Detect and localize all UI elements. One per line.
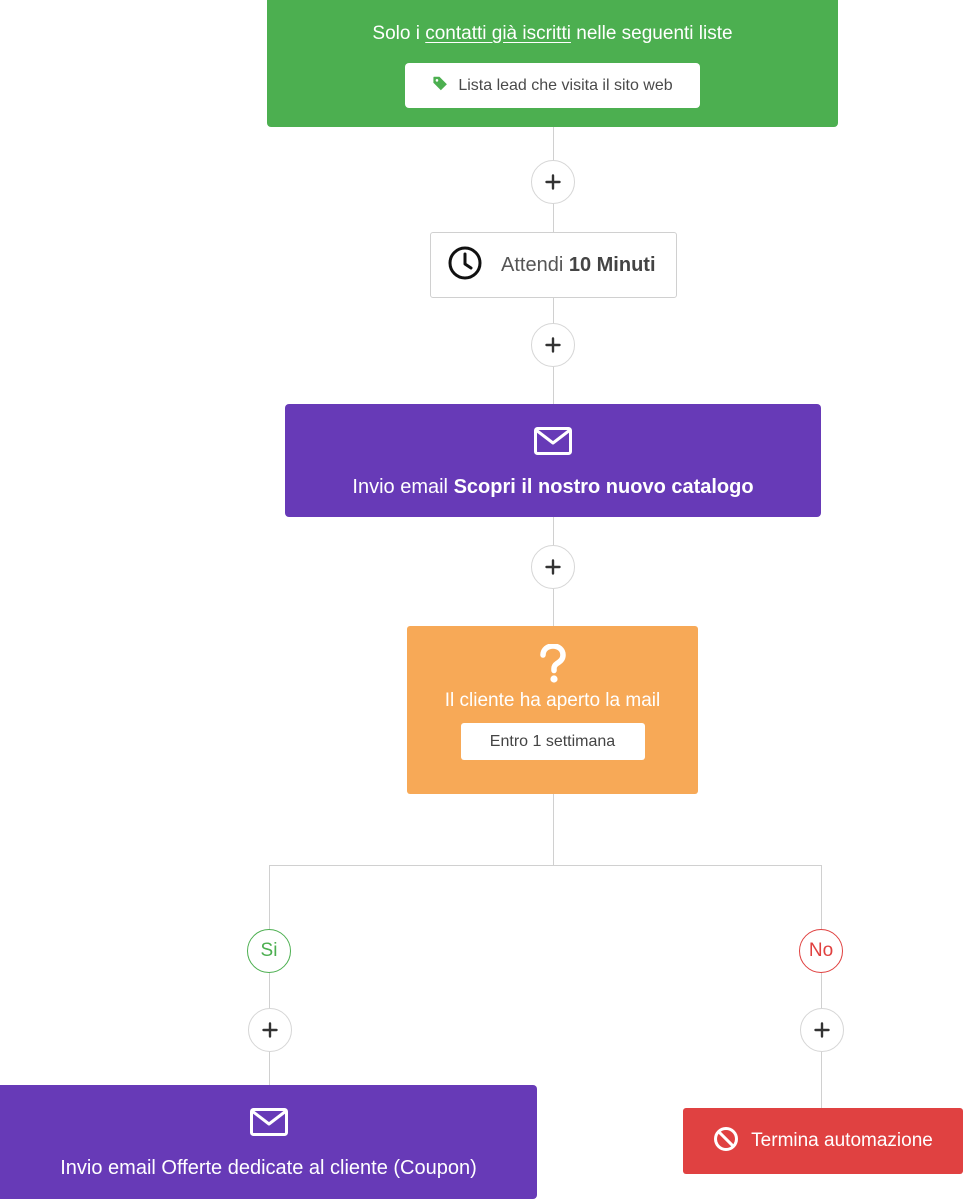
connector-line xyxy=(821,865,822,1108)
branch-yes-label: Si xyxy=(247,929,291,973)
email-text: Invio email Offerte dedicate al cliente … xyxy=(60,1157,477,1179)
list-trigger-block[interactable]: Solo i contatti già iscritti nelle segue… xyxy=(267,0,838,127)
end-automation-label: Termina automazione xyxy=(751,1130,933,1151)
send-email-block[interactable]: Invio email Offerte dedicate al cliente … xyxy=(0,1085,537,1199)
add-step-button[interactable] xyxy=(531,323,575,367)
list-chip[interactable]: Lista lead che visita il sito web xyxy=(405,63,700,108)
wait-prefix: Attendi xyxy=(501,253,564,276)
wait-text: Attendi 10 Minuti xyxy=(501,254,656,277)
connector-line xyxy=(269,865,270,1085)
condition-block[interactable]: Il cliente ha aperto la mail Entro 1 set… xyxy=(407,626,698,794)
add-step-button[interactable] xyxy=(531,545,575,589)
plus-icon xyxy=(545,337,561,353)
add-step-button-no-branch[interactable] xyxy=(800,1008,844,1052)
plus-icon xyxy=(814,1022,830,1038)
ban-icon xyxy=(713,1126,739,1157)
envelope-icon xyxy=(249,1108,288,1141)
clock-icon xyxy=(447,245,483,286)
email-prefix: Invio email xyxy=(352,476,448,498)
tag-icon xyxy=(432,75,449,97)
trigger-text-before: Solo i xyxy=(372,23,420,44)
wait-duration: 10 Minuti xyxy=(568,253,656,276)
subscribed-contacts-link[interactable]: contatti già iscritti xyxy=(425,23,571,44)
connector-line xyxy=(553,794,554,865)
branch-no-label: No xyxy=(799,929,843,973)
add-step-button[interactable] xyxy=(531,160,575,204)
email-text: Invio email Scopri il nostro nuovo catal… xyxy=(352,476,753,499)
question-mark-icon xyxy=(539,643,567,684)
condition-question: Il cliente ha aperto la mail xyxy=(444,690,661,711)
trigger-text-after: nelle seguenti liste xyxy=(576,23,733,44)
trigger-description: Solo i contatti già iscritti nelle segue… xyxy=(372,22,732,46)
list-name: Lista lead che visita il sito web xyxy=(458,76,673,94)
add-step-button-yes-branch[interactable] xyxy=(248,1008,292,1052)
condition-timeframe-chip[interactable]: Entro 1 settimana xyxy=(460,723,645,760)
email-subject: Scopri il nostro nuovo catalogo xyxy=(453,476,754,498)
envelope-icon xyxy=(534,427,572,460)
plus-icon xyxy=(545,559,561,575)
plus-icon xyxy=(545,174,561,190)
wait-step-block[interactable]: Attendi 10 Minuti xyxy=(430,232,677,298)
plus-icon xyxy=(262,1022,278,1038)
send-email-block[interactable]: Invio email Scopri il nostro nuovo catal… xyxy=(285,404,821,517)
branch-split-line xyxy=(269,865,822,866)
end-automation-block[interactable]: Termina automazione xyxy=(683,1108,963,1174)
